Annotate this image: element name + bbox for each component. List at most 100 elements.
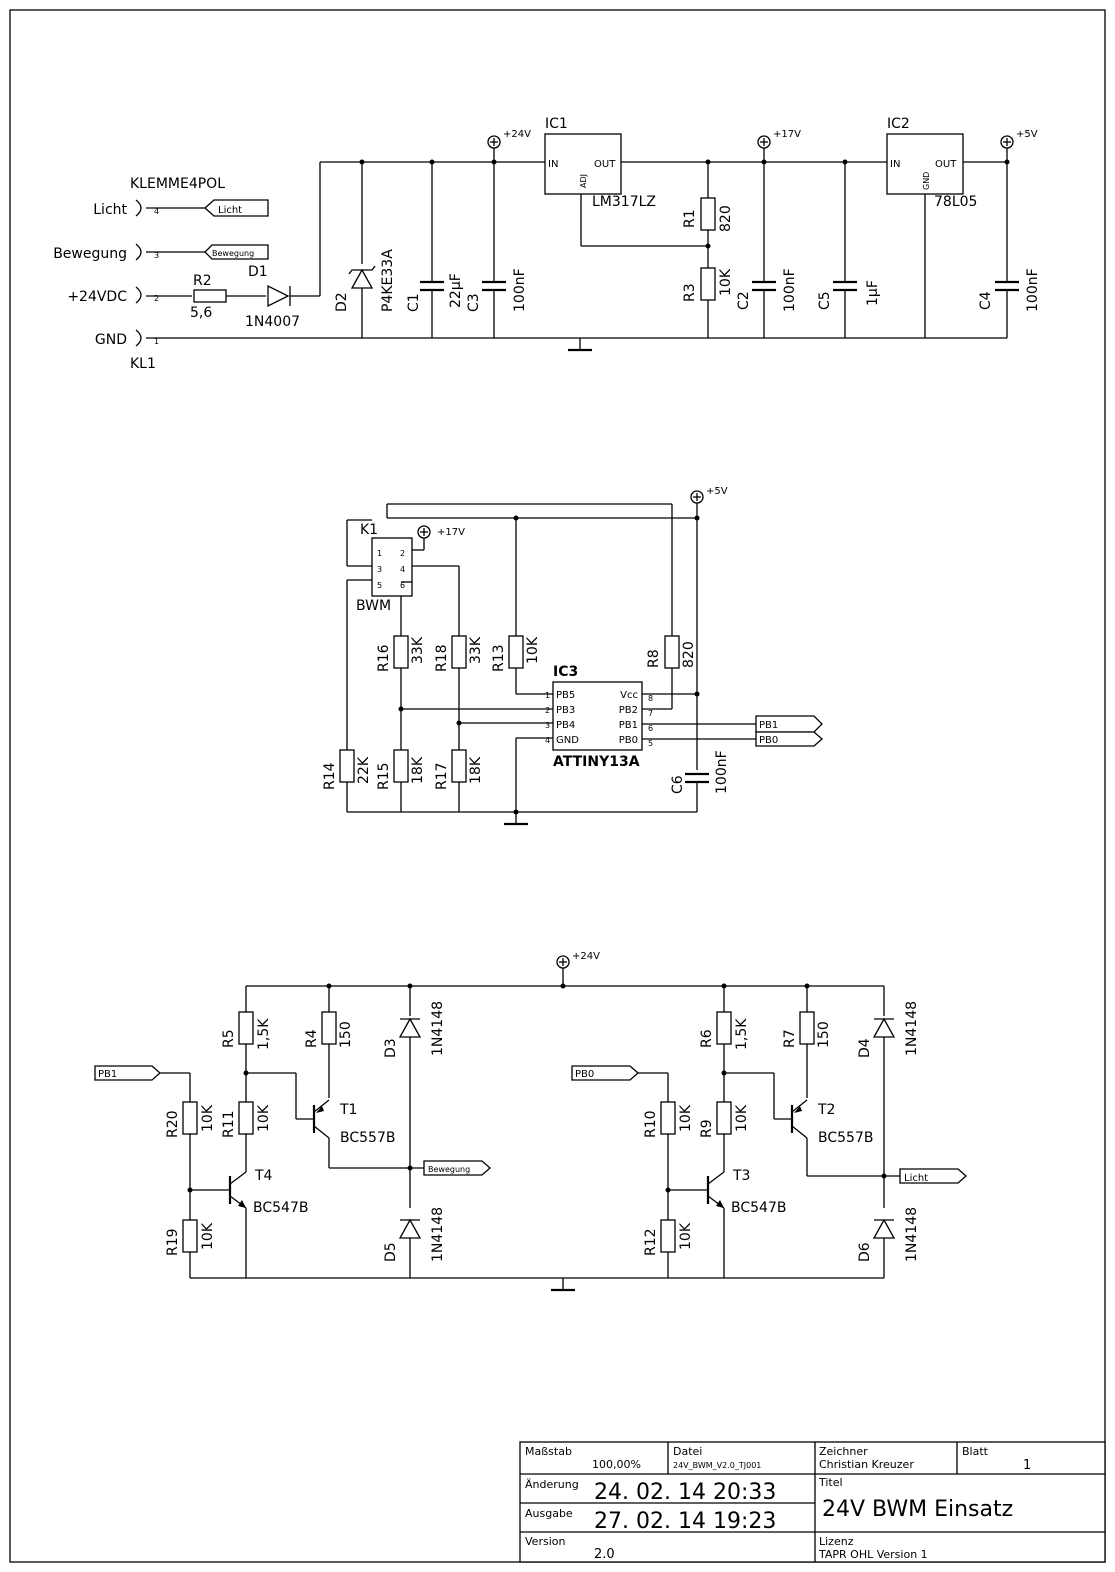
label-text: 2 <box>400 549 405 558</box>
driver-section: +24V R5 1,5K R4 150 T1 BC557B <box>94 951 967 1292</box>
components-c6-ref-text: C6 <box>670 775 686 794</box>
r2-ref: R2 <box>193 273 212 289</box>
components-d3-ref-text: D3 <box>383 1038 399 1058</box>
label-text: 4 <box>545 736 550 745</box>
components-r4-value-text: 150 <box>338 1021 354 1048</box>
components-c1-ref-text: C1 <box>406 293 422 312</box>
title_block-datei-text: 24V_BWM_V2.0_TJ001 <box>673 1461 761 1470</box>
title_block-ausgabe-text: 27. 02. 14 19:23 <box>594 1509 776 1534</box>
d1-diode <box>267 284 290 308</box>
components-r1-ref-text: R1 <box>682 209 698 228</box>
components-r18-value-text: 33K <box>468 636 484 664</box>
components-r10-ref-text: R10 <box>643 1110 659 1138</box>
title_block-massstab-text: 100,00% <box>592 1458 641 1471</box>
components-ic3-ref-text: IC3 <box>553 664 578 680</box>
components-r3-value-text: 10K <box>718 268 734 296</box>
components-r18-ref-text: R18 <box>434 644 450 672</box>
net_labels-pb0-text: PB0 <box>575 1069 594 1080</box>
components-t2-value-text: BC557B <box>818 1130 873 1146</box>
title_block-aenderung_label-text: Änderung <box>525 1478 579 1491</box>
power-5v-top: +5V <box>1016 129 1038 140</box>
connector-ref: KL1 <box>130 356 156 372</box>
net_labels-bewegung-text: Bewegung <box>212 249 254 258</box>
label-text: 1 <box>545 691 550 700</box>
components-ic3-pins_left-3-text: GND <box>556 735 579 746</box>
components-ic1-value-text: LM317LZ <box>592 194 656 210</box>
components-c5-value-text: 1µF <box>865 280 881 306</box>
power-24v-top: +24V <box>503 129 531 140</box>
components-r19-ref-text: R19 <box>165 1228 181 1256</box>
components-d1-ref-text: D1 <box>248 264 268 280</box>
net_labels-pb0-text: PB0 <box>759 735 778 746</box>
components-d6-ref-text: D6 <box>857 1242 873 1262</box>
components-ic2-ref-text: IC2 <box>887 116 910 132</box>
components-r12-ref-text: R12 <box>643 1228 659 1256</box>
label-text: 1 <box>377 549 382 558</box>
net-label-licht <box>204 199 269 217</box>
components-r4-ref-text: R4 <box>304 1029 320 1048</box>
components-r13-value-text: 10K <box>525 636 541 664</box>
net-label-pb0-out <box>755 731 823 747</box>
label-text: 5 <box>377 581 382 590</box>
components-r11-ref-text: R11 <box>221 1110 237 1138</box>
components-r6-value-text: 1,5K <box>734 1018 750 1050</box>
title_block-zeichner-text: Christian Kreuzer <box>819 1458 914 1471</box>
connector-pins: Licht Bewegung +24VDC GND 4 3 2 1 <box>53 199 159 348</box>
components-r17-value-text: 18K <box>468 756 484 784</box>
components-ic3-pins_right-3-text: PB0 <box>619 735 638 746</box>
components-ic3-pins_left-2-text: PB4 <box>556 720 575 731</box>
components-ic3-pins_left-1-text: PB3 <box>556 705 575 716</box>
components-r7-ref-text: R7 <box>782 1029 798 1048</box>
title_block-datei_label-text: Datei <box>673 1445 702 1458</box>
components-c4-value-text: 100nF <box>1025 268 1041 312</box>
components-ic1-pins-1-text: OUT <box>594 159 616 170</box>
components-r14-value-text: 22K <box>356 756 372 784</box>
connector-pin-bewegung: Bewegung <box>53 246 127 262</box>
net-label-pb1-in <box>94 1065 161 1081</box>
components-ic3-pins_right-2-text: PB1 <box>619 720 638 731</box>
components-r9-value-text: 10K <box>734 1104 750 1132</box>
net_labels-licht-text: Licht <box>218 205 242 216</box>
components-k1-ref-text: K1 <box>360 522 378 538</box>
ic2-regulator <box>886 133 964 195</box>
components-r15-ref-text: R15 <box>376 762 392 790</box>
title_block-titel-text: 24V BWM Einsatz <box>822 1497 1013 1522</box>
components-r20-ref-text: R20 <box>165 1110 181 1138</box>
label-text: 7 <box>648 709 653 718</box>
title_block-version-text: 2.0 <box>594 1547 615 1562</box>
title_block-version_label-text: Version <box>525 1535 565 1548</box>
components-t1-value-text: BC557B <box>340 1130 395 1146</box>
net_labels-pb1-text: PB1 <box>98 1069 117 1080</box>
power-p5-text: +5V <box>706 486 728 497</box>
title_block-blatt_label-text: Blatt <box>962 1445 989 1458</box>
components-r19-value-text: 10K <box>200 1222 216 1250</box>
r2-value: 5,6 <box>190 305 212 321</box>
components-ic3-value-text: ATTINY13A <box>553 754 640 770</box>
net-label-bewegung <box>204 244 269 260</box>
title_block-massstab_label-text: Maßstab <box>525 1445 572 1458</box>
net-label-bewegung-out <box>423 1160 491 1176</box>
sheet-border <box>9 9 1106 1563</box>
net-label-pb0-in <box>571 1065 639 1081</box>
components-r6-ref-text: R6 <box>699 1029 715 1048</box>
components-t2-ref-text: T2 <box>817 1102 835 1118</box>
label-text: 2 <box>545 706 550 715</box>
power-p24-text: +24V <box>572 951 600 962</box>
title_block-blatt-text: 1 <box>1023 1458 1031 1473</box>
label-text: 6 <box>648 724 653 733</box>
connector-pin-licht: Licht <box>93 202 127 218</box>
connector-pin_numbers-0-text: 4 <box>154 207 159 216</box>
components-r5-value-text: 1,5K <box>256 1018 272 1050</box>
components-ic2-pins-2-text: GND <box>922 172 931 190</box>
net_labels-pb1-text: PB1 <box>759 720 778 731</box>
components-d4-value-text: 1N4148 <box>904 1001 920 1056</box>
components-c3-value-text: 100nF <box>512 268 528 312</box>
components-r20-value-text: 10K <box>200 1104 216 1132</box>
title-block: Maßstab 100,00% Datei 24V_BWM_V2.0_TJ001… <box>519 1441 1106 1563</box>
connector-pin_numbers-2-text: 2 <box>154 294 159 303</box>
components-r1-value-text: 820 <box>718 205 734 232</box>
title_block-zeichner_label-text: Zeichner <box>819 1445 868 1458</box>
components-r5-ref-text: R5 <box>221 1029 237 1048</box>
